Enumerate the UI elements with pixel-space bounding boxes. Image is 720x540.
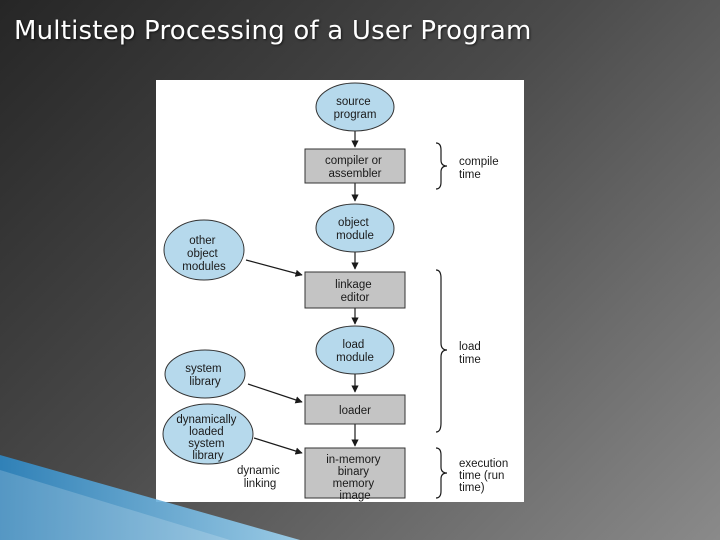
decorative-accent-wedge (0, 0, 720, 540)
